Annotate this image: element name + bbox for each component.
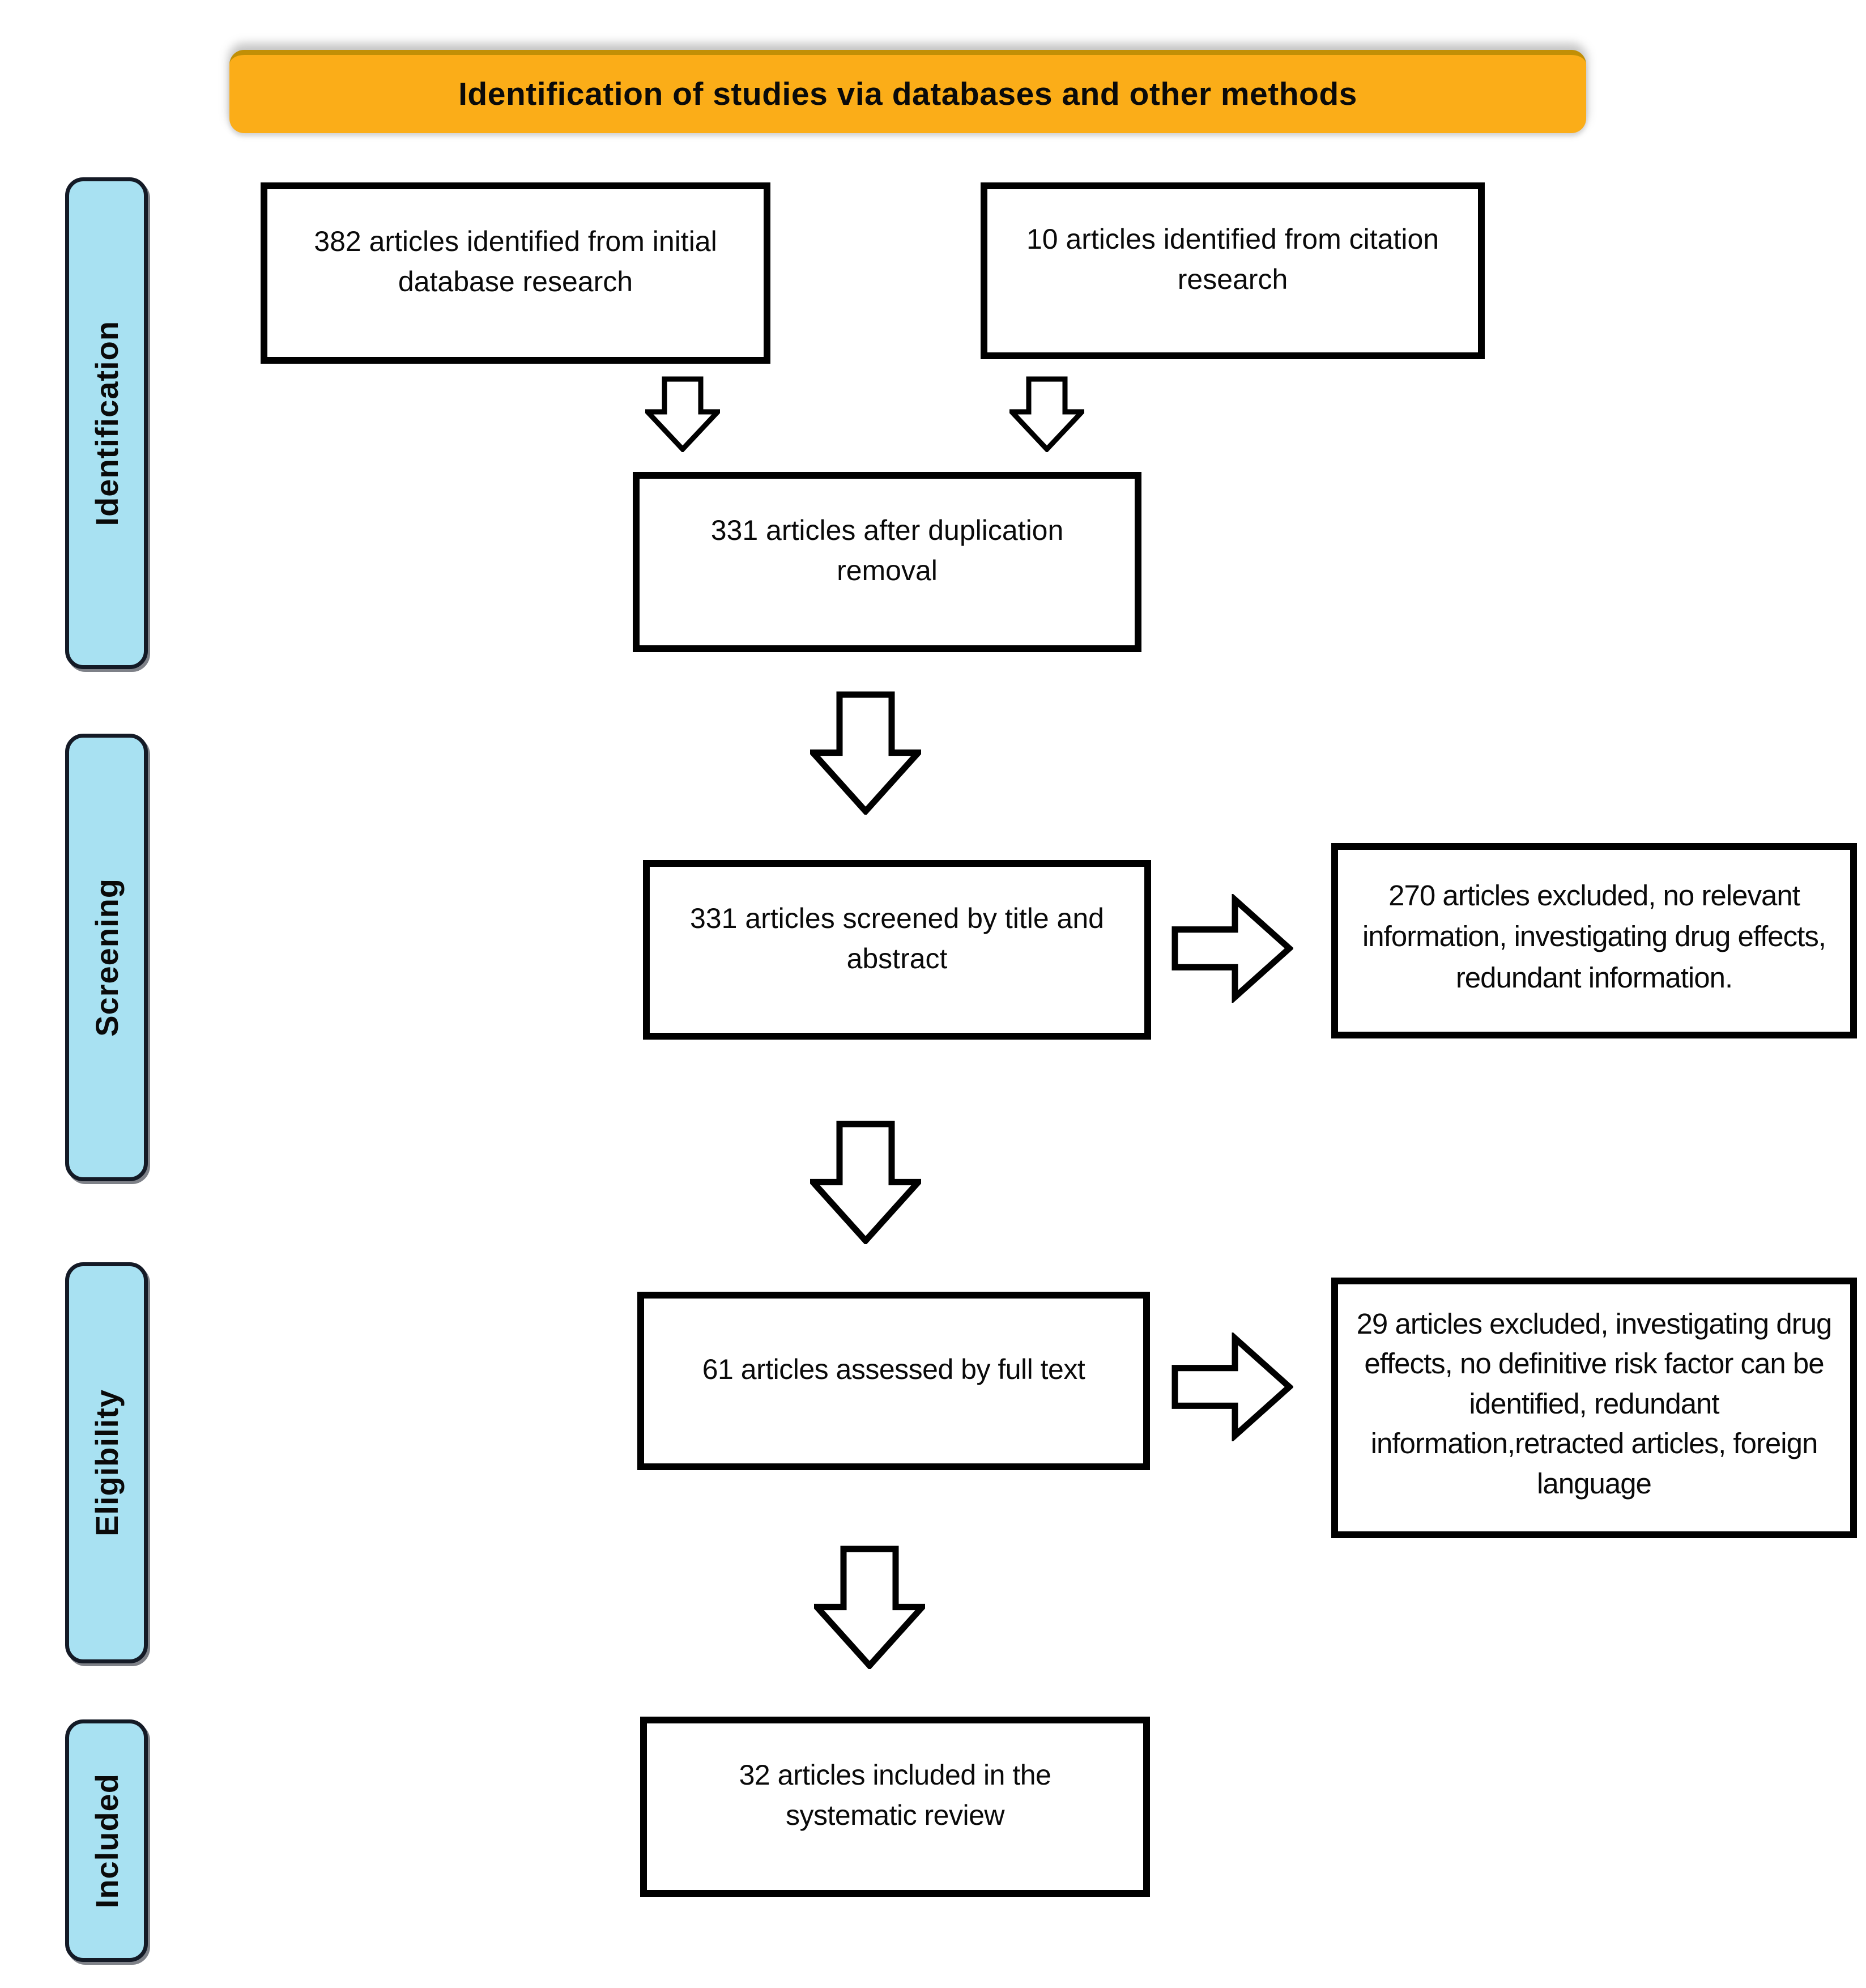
stage-label-text: Identification (88, 320, 125, 526)
box-after-duplication-removal-text: 331 articles after duplication removal (710, 514, 1064, 586)
down-arrow-icon (645, 376, 720, 452)
right-arrow-icon (1171, 1333, 1293, 1441)
box-database-identified: 382 articles identified from initial dat… (261, 182, 770, 364)
down-arrow-icon (814, 1546, 925, 1669)
stage-label-text: Screening (88, 878, 125, 1037)
box-excluded-screening: 270 articles excluded, no relevant infor… (1331, 843, 1857, 1038)
stage-label-text: Included (88, 1773, 125, 1909)
box-after-duplication-removal: 331 articles after duplication removal (633, 472, 1141, 652)
box-screened-title-abstract-text: 331 articles screened by title and abstr… (690, 902, 1104, 974)
stage-label-text: Eligibility (88, 1389, 125, 1536)
box-included-review: 32 articles included in the systematic r… (640, 1717, 1150, 1897)
box-citation-identified: 10 articles identified from citation res… (981, 182, 1485, 359)
right-arrow-icon (1171, 894, 1293, 1003)
down-arrow-icon (1009, 376, 1084, 452)
stage-label-identification: Identification (65, 177, 148, 669)
box-fulltext-assessed-text: 61 articles assessed by full text (702, 1353, 1085, 1385)
down-arrow-icon (810, 1121, 921, 1244)
box-fulltext-assessed: 61 articles assessed by full text (637, 1292, 1150, 1470)
box-citation-identified-text: 10 articles identified from citation res… (1026, 223, 1439, 295)
stage-label-included: Included (65, 1719, 148, 1962)
stage-label-screening: Screening (65, 734, 148, 1181)
box-excluded-fulltext-text: 29 articles excluded, investigating drug… (1356, 1308, 1833, 1500)
box-included-review-text: 32 articles included in the systematic r… (739, 1759, 1051, 1831)
box-screened-title-abstract: 331 articles screened by title and abstr… (643, 860, 1151, 1040)
box-excluded-fulltext: 29 articles excluded, investigating drug… (1331, 1278, 1857, 1538)
down-arrow-icon (810, 691, 921, 815)
title-banner: Identification of studies via databases … (229, 50, 1586, 133)
diagram-title: Identification of studies via databases … (458, 76, 1357, 112)
stage-label-eligibility: Eligibility (65, 1262, 148, 1663)
box-excluded-screening-text: 270 articles excluded, no relevant infor… (1362, 879, 1826, 994)
box-database-identified-text: 382 articles identified from initial dat… (314, 225, 717, 297)
